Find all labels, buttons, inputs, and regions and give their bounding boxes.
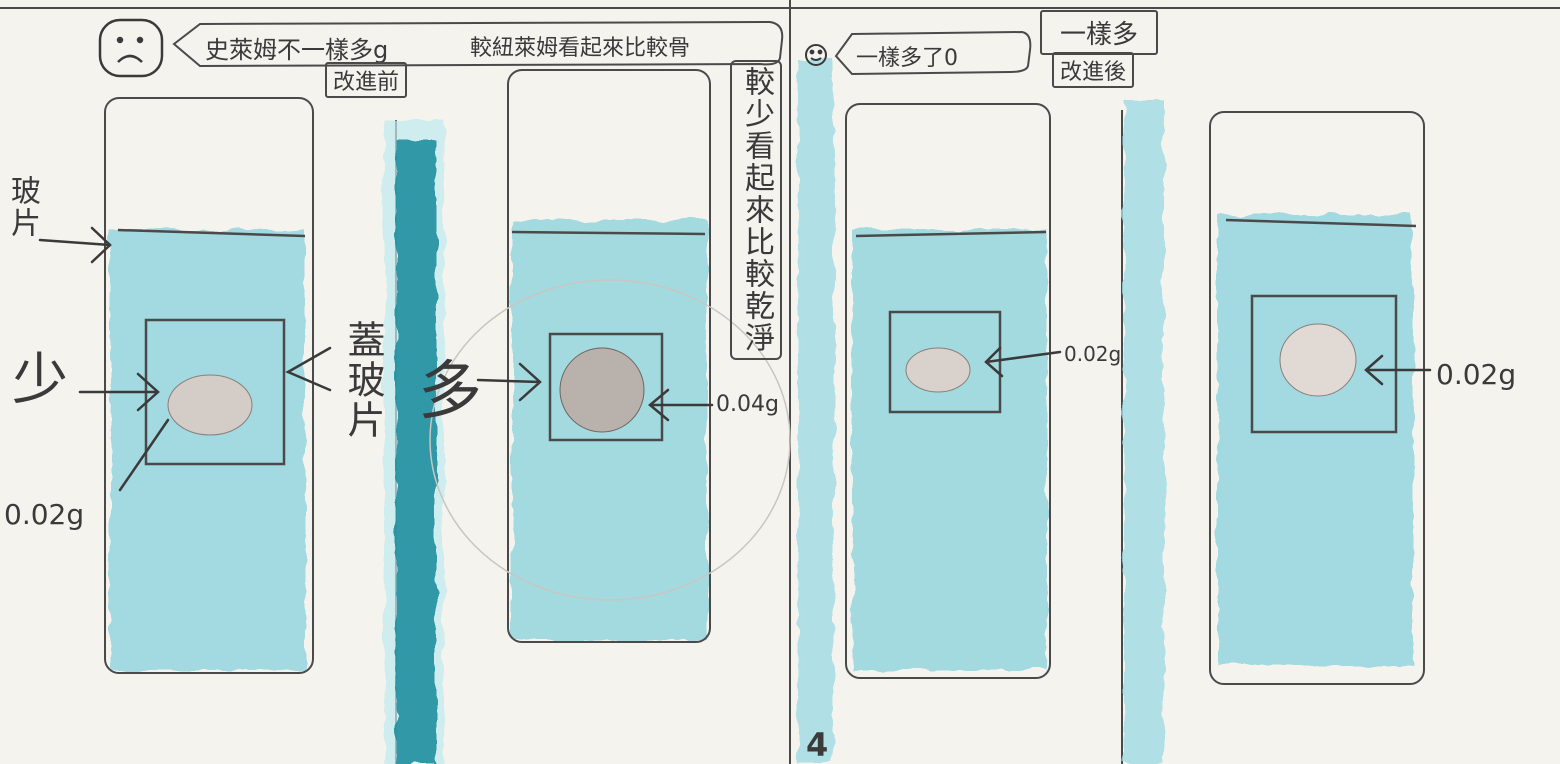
slime-sample-4 xyxy=(1280,324,1356,396)
panel1-glass-label: 玻片 xyxy=(0,175,44,239)
slime-sample-3 xyxy=(906,348,970,392)
slime-sample-2 xyxy=(560,348,644,432)
left-note-2: 較紐萊姆看起來比較骨 xyxy=(470,30,690,62)
right-note: 一樣多了0 xyxy=(856,40,958,72)
slide-1 xyxy=(105,98,313,673)
panel1-cover-label: 蓋玻片 xyxy=(336,320,391,440)
panel1-less-label: 少 xyxy=(12,335,68,416)
slime-sample-1 xyxy=(168,375,252,435)
slide-4 xyxy=(1210,112,1424,684)
left-tag: 改進前 xyxy=(325,62,407,98)
panel2-more-label: 多 xyxy=(418,340,482,432)
slide-3 xyxy=(846,104,1050,678)
panel4-weight: 0.02g xyxy=(1436,358,1516,391)
panel2-weight: 0.04g xyxy=(716,392,779,417)
right-title: 一樣多 xyxy=(1040,10,1158,55)
right-tag: 改進後 xyxy=(1052,52,1134,88)
panel1-weight: 0.02g xyxy=(4,498,84,531)
panel2-vertical-note: 較少看起來比較乾淨 xyxy=(730,60,782,360)
left-note: 史萊姆不一樣多g xyxy=(205,30,388,65)
page-number: 4 xyxy=(806,726,828,764)
panel3-weight: 0.02g xyxy=(1064,342,1121,366)
frown-face-icon xyxy=(100,20,162,76)
